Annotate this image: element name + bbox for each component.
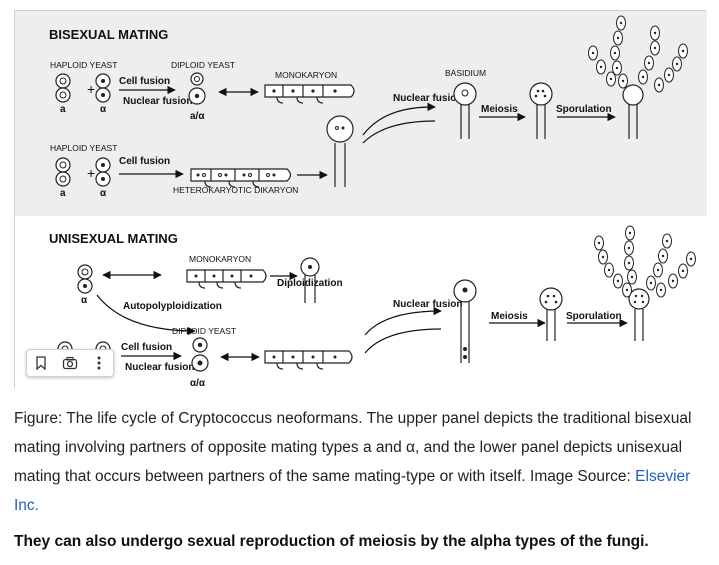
plus-sign: + (87, 81, 95, 97)
mating-type-diploid-bisexual: a/α (190, 111, 205, 122)
source-link[interactable]: Elsevier Inc. (14, 468, 691, 514)
basidium-label: BASIDIUM (445, 68, 486, 78)
image-toolbar (26, 349, 114, 377)
diploidization-label: Diploidization (277, 278, 343, 289)
camera-icon[interactable] (59, 352, 81, 374)
dikaryon-basidium (326, 115, 354, 187)
mating-type-alpha-2: α (100, 188, 107, 199)
sporulating-basidium-bisexual (588, 15, 688, 139)
cell-fusion-label-unisexual: Cell fusion (121, 342, 172, 353)
meiosis-label-bisexual: Meiosis (481, 104, 518, 115)
mating-type-alpha-unisexual: α (81, 295, 88, 306)
converge-arrow-upper (362, 102, 436, 136)
autopolyploidization-arrow (96, 294, 196, 336)
monokaryon-label-unisexual: MONOKARYON (189, 254, 251, 264)
haploid-yeast-label-1: HAPLOID YEAST (50, 60, 117, 70)
nuclear-fusion-label-2: Nuclear fusion (393, 93, 462, 104)
converge-arrow-lower (362, 120, 436, 144)
sporulating-basidium-unisexual (594, 225, 696, 341)
bisexual-panel (15, 11, 707, 216)
autopolyploidization-label: Autopolyploidization (123, 301, 222, 312)
nuclear-fusion-label-unisexual-1: Nuclear fusion (125, 362, 194, 373)
converge-arrow-unisexual-lower (364, 328, 442, 354)
caption-text: Figure: The life cycle of Cryptococcus n… (14, 410, 692, 485)
haploid-yeast-label-2: HAPLOID YEAST (50, 143, 117, 153)
mating-type-alpha-1: α (100, 104, 107, 115)
monokaryon-label: MONOKARYON (275, 70, 337, 80)
diploid-cell-bisexual (188, 72, 206, 105)
basidium-meiosis-unisexual (539, 287, 563, 341)
diploid-yeast-label: DIPLOID YEAST (171, 60, 235, 70)
figure-caption: Figure: The life cycle of Cryptococcus n… (14, 404, 704, 520)
unisexual-title: UNISEXUAL MATING (49, 231, 178, 246)
cell-fusion-label-1: Cell fusion (119, 76, 170, 87)
more-options-icon[interactable] (88, 352, 110, 374)
unisexual-panel (15, 216, 707, 389)
plus-sign-2: + (87, 165, 95, 181)
monokaryon-hypha-bisexual (264, 84, 355, 104)
meiosis-label-unisexual: Meiosis (491, 311, 528, 322)
basidium-meiosis (529, 82, 553, 139)
heterokaryotic-dikaryon-hypha (190, 168, 292, 188)
sporulation-label-unisexual: Sporulation (566, 311, 622, 322)
diploid-yeast-label-unisexual: DIPLOID YEAST (172, 326, 236, 336)
diploid-cell-unisexual (191, 337, 209, 372)
monokaryon-hypha-unisexual-2 (264, 350, 353, 370)
converge-arrow-unisexual-upper (364, 306, 442, 336)
nuclear-fusion-label-unisexual-2: Nuclear fusion (393, 299, 462, 310)
cell-fusion-label-2: Cell fusion (119, 156, 170, 167)
monokaryon-hypha-unisexual (186, 269, 267, 289)
mating-type-a-2: a (60, 188, 66, 199)
bisexual-title: BISEXUAL MATING (49, 27, 168, 42)
bookmark-icon[interactable] (30, 352, 52, 374)
nuclear-fusion-label-1: Nuclear fusion (123, 96, 192, 107)
life-cycle-figure: BISEXUAL MATING HAPLOID YEAST DIPLOID YE… (14, 10, 707, 389)
life-cycle-diagram: BISEXUAL MATING HAPLOID YEAST DIPLOID YE… (15, 11, 707, 389)
mating-type-a-1: a (60, 104, 66, 115)
basidium-nuclear-fusion (453, 82, 477, 139)
mating-type-diploid-unisexual: α/α (190, 378, 206, 389)
sporulation-label-bisexual: Sporulation (556, 104, 612, 115)
dikaryon-label: HETEROKARYOTIC DIKARYON (173, 185, 298, 195)
bold-statement: They can also undergo sexual reproductio… (14, 533, 649, 550)
